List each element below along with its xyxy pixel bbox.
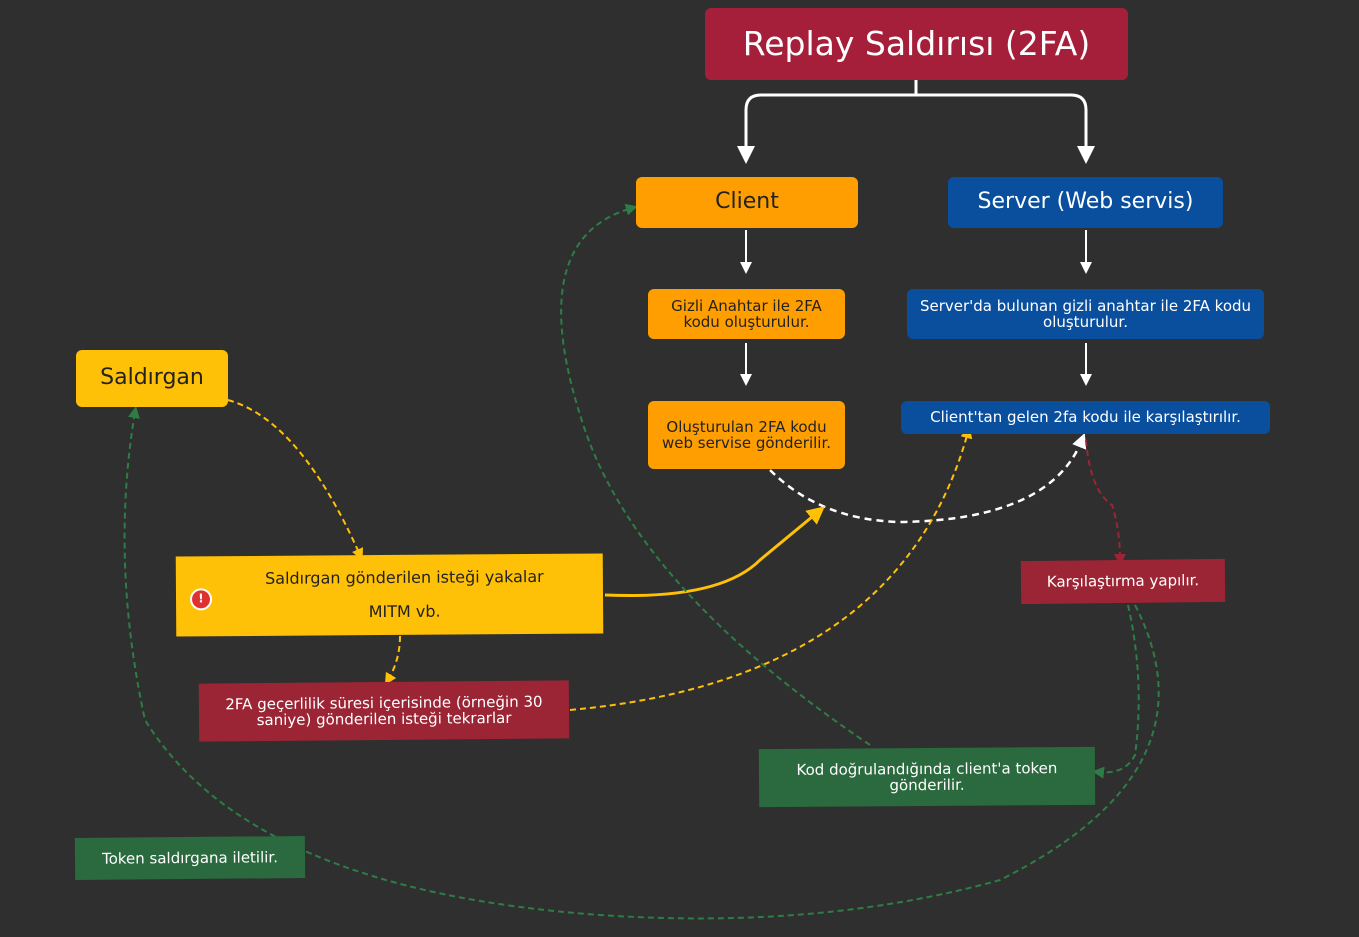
edge-token-client	[560, 203, 871, 746]
compare-note: Karşılaştırma yapılır.	[1020, 558, 1226, 605]
diagram-title: Replay Saldırısı (2FA)	[705, 8, 1128, 80]
edge-replay-server	[569, 426, 973, 711]
token-note: Kod doğrulandığında client'a token gönde…	[758, 746, 1096, 808]
edge-compare-token	[1092, 604, 1140, 779]
client-step-send: Oluşturulan 2FA kodu web servise gönderi…	[648, 401, 845, 469]
server-step-generate: Server'da bulunan gizli anahtar ile 2FA …	[907, 289, 1264, 339]
warning-icon: !	[191, 590, 211, 609]
edge-attacker-capture	[227, 399, 364, 561]
server-step-compare: Client'tan gelen 2fa kodu ile karşılaştı…	[901, 401, 1270, 434]
server-node: Server (Web servis)	[948, 177, 1223, 228]
edge-title-split	[744, 80, 1088, 155]
replay-note: 2FA geçerlilik süresi içerisinde (örneği…	[198, 680, 570, 742]
token-forward-note: Token saldırgana iletilir.	[74, 835, 306, 881]
capture-note-line1: Saldırgan gönderilen isteği yakalar	[265, 567, 544, 589]
client-step-generate: Gizli Anahtar ile 2FA kodu oluşturulur.	[648, 289, 845, 339]
attacker-node: Saldırgan	[76, 350, 228, 407]
edge-client-to-server	[769, 433, 1087, 524]
edge-compare-attacker	[123, 406, 1160, 920]
edge-capture-replay	[384, 635, 401, 686]
capture-note: ! Saldırgan gönderilen isteği yakalar MI…	[175, 553, 604, 637]
edge-capture-intercept	[604, 506, 825, 598]
client-node: Client	[636, 177, 858, 228]
capture-note-line2: MITM vb.	[368, 601, 441, 622]
edge-server-compare	[1085, 439, 1126, 566]
